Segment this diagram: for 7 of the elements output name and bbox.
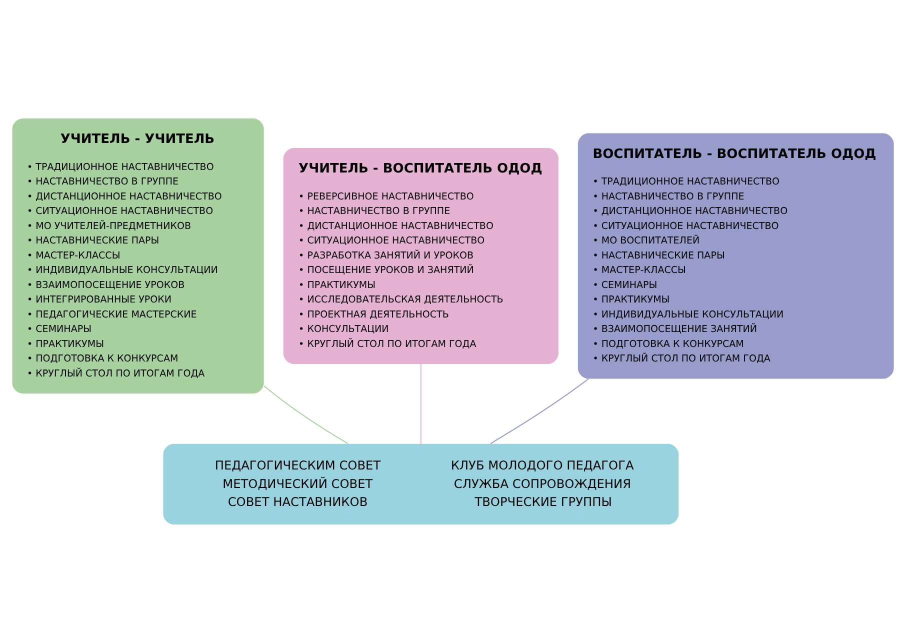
- node-box: УЧИТЕЛЬ - УЧИТЕЛЬ • ТРАДИЦИОННОЕ НАСТАВНИЧЕСТВО • НАСТАВНИЧЕСТВО В ГРУППЕ • ДИСТАНЦИОННОЕ НАСТАВНИЧЕСТВО • СИТУАЦИОННОЕ НАСТАВНИЧЕСТВО • МО УЧИТЕЛЕЙ-ПРЕДМЕТНИКОВ • НАСТАВНИЧЕСКИЕ ПАРЫ • МАСТЕР-КЛАССЫ • ИНДИВИДУАЛЬНЫЕ КОНСУЛЬТАЦИИ • ВЗАИМОПОСЕЩЕНИЕ УРОКОВ • ИНТЕГРИРОВАННЫЕ УРОКИ • ПЕДАГОГИЧЕСКИЕ МАСТЕРСКИЕ • СЕМИНАРЫ • ПРАКТИКУМЫ • ПОДГОТОВКА К КОНКУРСАМ • КРУГЛЫЙ СТОЛ ПО ИТОГАМ ГОДА: [12, 118, 264, 394]
- connector: [420, 364, 422, 444]
- node-box: ВОСПИТАТЕЛЬ - ВОСПИТАТЕЛЬ ОДОД • ТРАДИЦИОННОЕ НАСТАВНИЧЕСТВО • НАСТАВНИЧЕСТВО В ГРУППЕ • ДИСТАНЦИОННОЕ НАСТАВНИЧЕСТВО • СИТУАЦИОННОЕ НАСТАВНИЧЕСТВО • МО ВОСПИТАТЕЛЕЙ • НАСТАВНИЧЕСКИЕ ПАРЫ • МАСТЕР-КЛАССЫ • СЕМИНАРЫ • ПРАКТИКУМЫ • ИНДИВИДУАЛЬНЫЕ КОНСУЛЬТАЦИИ • ВЗАИМОПОСЕЩЕНИЕ ЗАНЯТИЙ • ПОДГОТОВКА К КОНКУРСАМ • КРУГЛЫЙ СТОЛ ПО ИТОГАМ ГОДА: [578, 132, 894, 378]
- connector: [490, 378, 589, 444]
- connector: [264, 384, 348, 444]
- node-box: УЧИТЕЛЬ - ВОСПИТАТЕЛЬ ОДОД • РЕВЕРСИВНОЕ НАСТАВНИЧЕСТВО • НАСТАВНИЧЕСТВО В ГРУППЕ • ДИСТАНЦИОННОЕ НАСТАВНИЧЕСТВО • СИТУАЦИОННОЕ НАСТАВНИЧЕСТВО • РАЗРАБОТКА ЗАНЯТИЙ И УРОКОВ • ПОСЕЩЕНИЕ УРОКОВ И ЗАНЯТИЙ • ПРАКТИКУМЫ • ИССЛЕДОВАТЕЛЬСКАЯ ДЕЯТЕЛЬНОСТЬ • ПРОЕКТНАЯ ДЕЯТЕЛЬНОСТЬ • КОНСУЛЬТАЦИИ • КРУГЛЫЙ СТОЛ ПО ИТОГАМ ГОДА: [283, 147, 558, 364]
- node-box: ПЕДАГОГИЧЕСКИМ СОВЕТ КЛУБ МОЛОДОГО ПЕДАГОГА МЕТОДИЧЕСКИЙ СОВЕТ СЛУЖБА СОПРОВОЖДЕНИЯ СОВЕТ НАСТАВНИКОВ ТВОРЧЕСКИЕ ГРУППЫ: [163, 443, 679, 524]
